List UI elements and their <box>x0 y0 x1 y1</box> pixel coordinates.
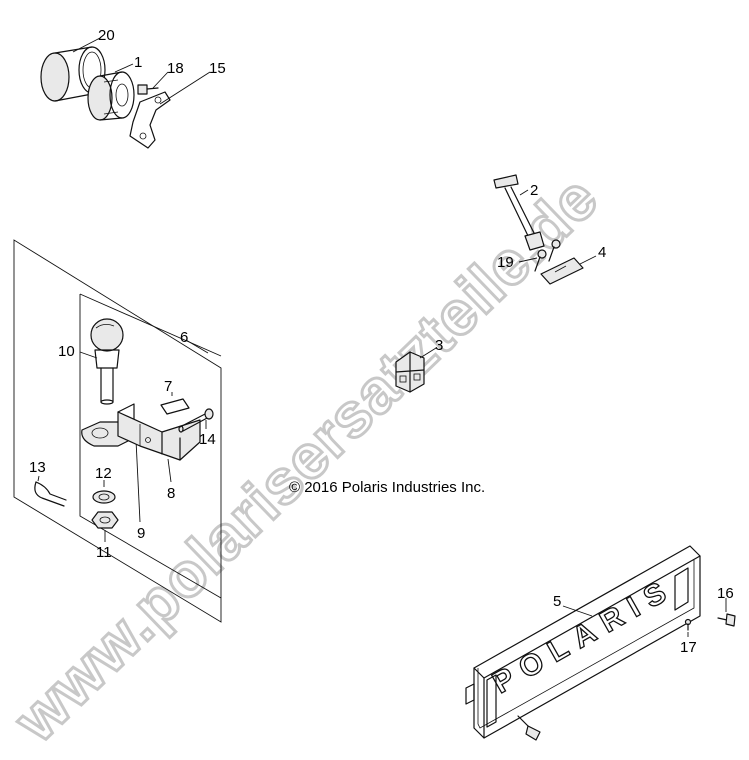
part-17-screw <box>684 618 692 631</box>
part-11-nut <box>91 511 119 529</box>
part-15-bracket <box>129 91 171 149</box>
callout-19: 19 <box>497 254 514 271</box>
callout-4: 4 <box>598 244 606 261</box>
inner-frame <box>79 293 222 599</box>
part-19-screws <box>534 239 561 272</box>
part-2-wire-harness <box>493 174 545 251</box>
part-13-hairpin <box>34 481 67 507</box>
callout-5: 5 <box>553 593 561 610</box>
part-1-bushing <box>87 71 135 121</box>
part-4-bracket-plate <box>540 257 584 285</box>
callout-7: 7 <box>164 378 172 395</box>
callout-6: 6 <box>180 329 188 346</box>
part-14-pin <box>178 408 214 433</box>
part-17-screw-lower <box>517 715 541 741</box>
part-20-ring <box>40 46 106 102</box>
part-3-connector <box>395 351 425 393</box>
callout-1: 1 <box>134 54 142 71</box>
callout-16: 16 <box>717 585 734 602</box>
callout-13: 13 <box>29 459 46 476</box>
part-10-hitch-ball <box>90 318 124 405</box>
callout-8: 8 <box>167 485 175 502</box>
callout-2: 2 <box>530 182 538 199</box>
callout-17: 17 <box>680 639 697 656</box>
part-8-receiver-tube <box>117 411 201 461</box>
callout-15: 15 <box>209 60 226 77</box>
part-16-screw <box>717 613 736 627</box>
callout-9: 9 <box>137 525 145 542</box>
copyright-notice: © 2016 Polaris Industries Inc. <box>289 479 485 496</box>
part-7-clip <box>160 398 190 415</box>
callout-12: 12 <box>95 465 112 482</box>
part-12-washer <box>92 490 116 504</box>
part-5-license-plate: POLARIS <box>465 545 701 739</box>
callout-10: 10 <box>58 343 75 360</box>
part-18-bolt <box>137 84 159 95</box>
callout-20: 20 <box>98 27 115 44</box>
callout-11: 11 <box>96 544 112 561</box>
callout-3: 3 <box>435 337 443 354</box>
plate-lettering: POLARIS <box>487 571 680 700</box>
callout-14: 14 <box>199 431 216 448</box>
callout-18: 18 <box>167 60 184 77</box>
